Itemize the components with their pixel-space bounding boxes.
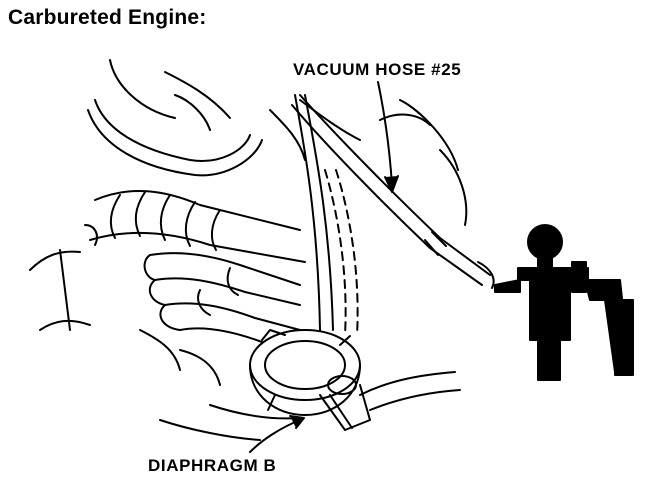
connecting-hoses: [294, 94, 359, 336]
diaphragm-b: [249, 329, 371, 431]
callout-vacuum-hose-25: VACUUM HOSE #25: [293, 60, 462, 79]
vacuum-hose-leader: [377, 81, 399, 193]
engine-background-outline: [29, 59, 468, 441]
diaphragm-leader: [249, 415, 305, 453]
callout-diaphragm-b: DIAPHRAGM B: [148, 456, 277, 475]
hand-vacuum-pump-icon: [494, 224, 634, 381]
vacuum-hose-25: [291, 94, 495, 289]
intake-manifold: [143, 252, 301, 343]
page-title: Carbureted Engine:: [8, 6, 207, 29]
intake-pipe: [84, 190, 306, 263]
